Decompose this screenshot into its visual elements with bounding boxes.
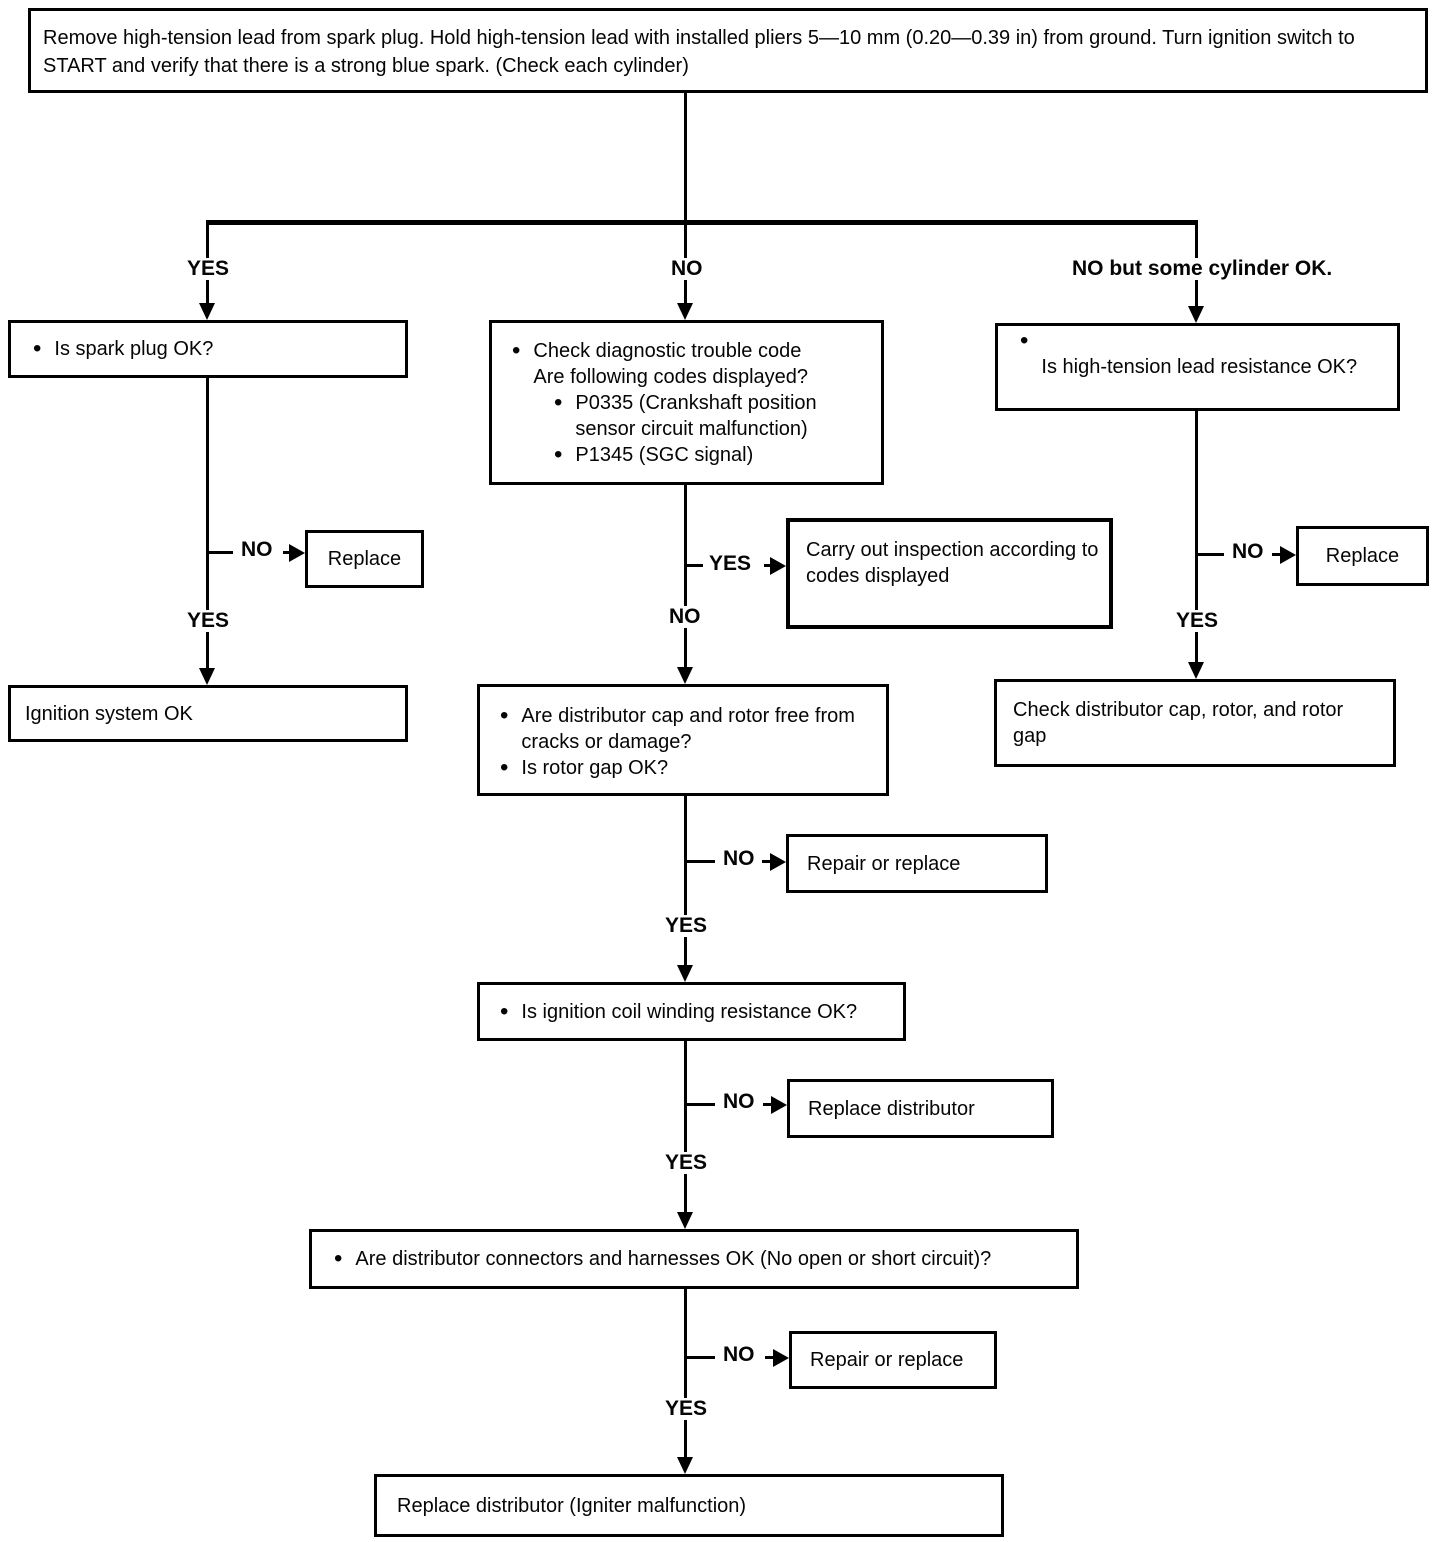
connector-spark-down	[206, 378, 209, 670]
connector-rotor-no-line	[762, 860, 770, 863]
arrowhead-into-connectors	[677, 1212, 693, 1229]
arrowhead-into-carry	[770, 557, 786, 575]
node-final-text: Replace distributor (Igniter malfunction…	[397, 1494, 747, 1517]
arrowhead-into-replace-dist	[771, 1096, 787, 1114]
node-dtc-line2: Are following codes displayed?	[533, 366, 809, 388]
arrowhead-into-replace-left	[289, 544, 305, 562]
node-coil-text: Is ignition coil winding resistance OK?	[521, 1000, 858, 1023]
node-repair-connectors: Repair or replace	[789, 1331, 997, 1389]
connector-spark-no-line	[283, 551, 291, 554]
label-dtc-yes: YES	[706, 553, 755, 575]
node-replace-spark-text: Replace	[327, 548, 402, 570]
bullet-icon: •	[554, 389, 563, 416]
bullet-icon: •	[1020, 327, 1029, 354]
bullet-icon: •	[334, 1245, 343, 1272]
node-dtc-line1: Check diagnostic trouble code	[533, 340, 802, 362]
node-carry-out: Carry out inspection according to codes …	[786, 518, 1113, 629]
node-rotor-item1: Are distributor cap and rotor free from …	[521, 705, 855, 753]
label-connectors-yes: YES	[662, 1398, 711, 1420]
node-start: Remove high-tension lead from spark plug…	[28, 8, 1428, 93]
bullet-icon: •	[554, 441, 563, 468]
connector-dtc-down	[684, 483, 687, 669]
node-replace-htlead-text: Replace	[1325, 545, 1400, 567]
label-branch-no: NO	[668, 258, 706, 280]
node-repair-rotor: Repair or replace	[786, 834, 1048, 893]
node-connectors-text: Are distributor connectors and harnesses…	[355, 1248, 992, 1270]
connector-rotor-no-stub	[687, 860, 715, 863]
node-rotor-item2: Is rotor gap OK?	[521, 757, 669, 779]
node-connectors: • Are distributor connectors and harness…	[309, 1229, 1079, 1289]
node-final: Replace distributor (Igniter malfunction…	[374, 1474, 1004, 1537]
label-branch-no-some-cylinder: NO but some cylinder OK.	[1069, 258, 1336, 280]
node-ht-lead-text: Is high-tension lead resistance OK?	[1041, 356, 1358, 378]
connector-connectors-no-line	[765, 1356, 773, 1359]
node-rotor: • Are distributor cap and rotor free fro…	[477, 684, 889, 796]
connector-coil-down	[684, 1039, 687, 1214]
node-ignition-ok-text: Ignition system OK	[25, 702, 193, 725]
label-rotor-yes: YES	[662, 915, 711, 937]
arrowhead-into-repair2	[773, 1349, 789, 1367]
node-replace-spark: Replace	[305, 530, 424, 588]
arrowhead-into-spark	[199, 303, 215, 320]
label-rotor-no: NO	[720, 848, 758, 870]
connector-htlead-no-stub	[1198, 553, 1224, 556]
arrowhead-into-ignition-ok	[199, 668, 215, 685]
bullet-icon: •	[500, 754, 509, 781]
node-check-distributor: Check distributor cap, rotor, and rotor …	[994, 679, 1396, 767]
arrowhead-into-repair1	[770, 853, 786, 871]
node-ignition-ok: Ignition system OK	[8, 685, 408, 742]
connector-branch-bar	[206, 220, 1198, 225]
connector-dtc-yes-stub	[687, 564, 703, 567]
node-dtc-code2: P1345 (SGC signal)	[575, 444, 754, 466]
node-dtc: • Check diagnostic trouble code Are foll…	[489, 320, 884, 485]
arrowhead-into-rotor	[677, 667, 693, 684]
arrowhead-into-dtc	[677, 303, 693, 320]
arrowhead-into-check-dist	[1188, 662, 1204, 679]
bullet-icon: •	[33, 335, 42, 362]
label-htlead-yes: YES	[1173, 610, 1222, 632]
connector-coil-no-stub	[687, 1103, 715, 1106]
connector-coil-no-line	[763, 1103, 771, 1106]
bullet-icon: •	[512, 337, 521, 364]
arrowhead-into-final	[677, 1457, 693, 1474]
connector-rotor-down	[684, 794, 687, 967]
connector-htlead-down	[1195, 409, 1198, 664]
node-replace-htlead: Replace	[1296, 526, 1429, 586]
connector-start-down	[684, 92, 687, 222]
node-check-distributor-text: Check distributor cap, rotor, and rotor …	[1013, 699, 1344, 747]
connector-htlead-no-line	[1272, 553, 1280, 556]
node-replace-distributor: Replace distributor	[787, 1079, 1054, 1138]
node-dtc-code1: P0335 (Crankshaft position sensor circui…	[575, 392, 817, 440]
label-coil-yes: YES	[662, 1152, 711, 1174]
label-spark-yes: YES	[184, 610, 233, 632]
label-coil-no: NO	[720, 1091, 758, 1113]
node-repair-connectors-text: Repair or replace	[810, 1349, 964, 1371]
arrowhead-into-htlead	[1188, 306, 1204, 323]
node-spark-plug: • Is spark plug OK?	[8, 320, 408, 378]
connector-dtc-yes-line	[764, 564, 772, 567]
node-carry-out-text: Carry out inspection according to codes …	[806, 539, 1099, 587]
label-dtc-no: NO	[666, 606, 704, 628]
node-spark-plug-text: Is spark plug OK?	[54, 338, 214, 360]
label-spark-no: NO	[238, 539, 276, 561]
connector-connectors-down	[684, 1287, 687, 1459]
node-repair-rotor-text: Repair or replace	[807, 852, 961, 875]
node-coil: • Is ignition coil winding resistance OK…	[477, 982, 906, 1041]
label-branch-yes: YES	[184, 258, 233, 280]
node-ht-lead: • Is high-tension lead resistance OK?	[995, 323, 1400, 411]
label-connectors-no: NO	[720, 1344, 758, 1366]
connector-connectors-no-stub	[687, 1356, 715, 1359]
arrowhead-into-coil	[677, 965, 693, 982]
bullet-icon: •	[500, 702, 509, 729]
bullet-icon: •	[500, 997, 509, 1025]
node-replace-distributor-text: Replace distributor	[808, 1097, 975, 1120]
label-htlead-no: NO	[1229, 541, 1267, 563]
arrowhead-into-replace-right	[1280, 546, 1296, 564]
connector-spark-no-stub	[209, 551, 233, 554]
node-start-text: Remove high-tension lead from spark plug…	[43, 27, 1355, 77]
